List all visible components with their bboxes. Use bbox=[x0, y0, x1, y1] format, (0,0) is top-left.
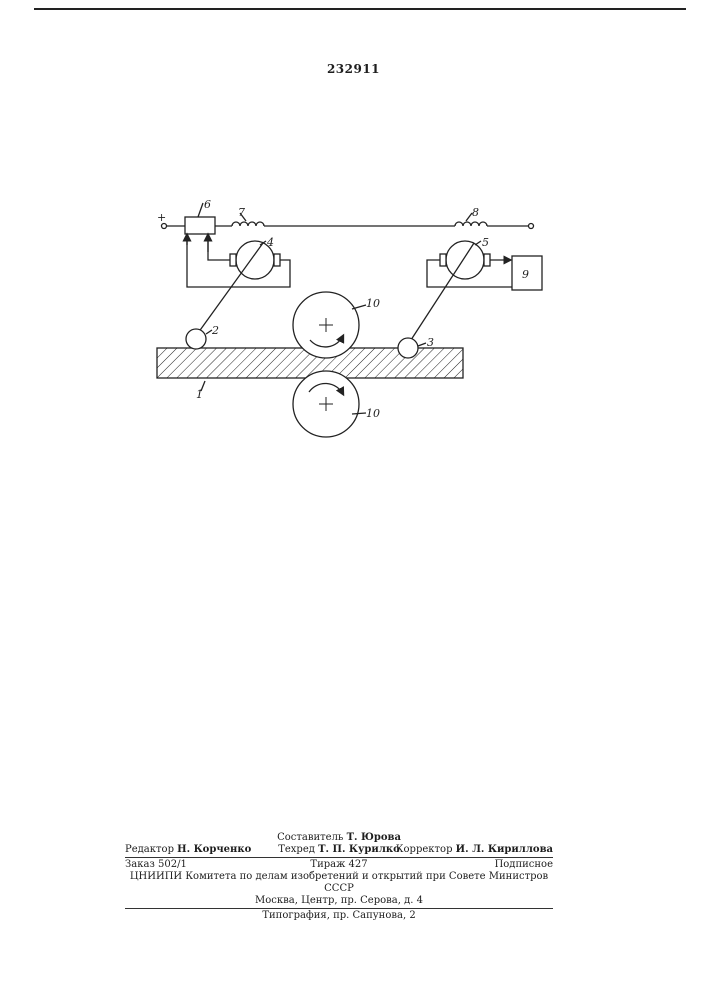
corrector-label: Корректор bbox=[396, 844, 453, 855]
label-8: 8 bbox=[472, 206, 479, 219]
label-6: 6 bbox=[204, 198, 211, 211]
techred-label: Техред bbox=[278, 844, 315, 855]
techred-name: Т. П. Курилко bbox=[318, 844, 400, 855]
inductor-7 bbox=[232, 222, 264, 226]
subscription: Подписное bbox=[495, 859, 553, 871]
label-2: 2 bbox=[211, 324, 219, 337]
label-1: 1 bbox=[196, 388, 203, 401]
printer: Типография, пр. Сапунова, 2 bbox=[125, 910, 553, 922]
label-7: 7 bbox=[238, 206, 245, 219]
sensing-roller-2 bbox=[186, 329, 206, 349]
sensing-roller-3 bbox=[398, 338, 418, 358]
compiler-line: Составитель Т. Юрова bbox=[125, 832, 553, 844]
label-plus: + bbox=[157, 211, 166, 224]
compiler-name: Т. Юрова bbox=[347, 832, 401, 843]
label-10-top: 10 bbox=[366, 297, 380, 310]
compiler-label: Составитель bbox=[277, 832, 343, 843]
colophon-rule-2 bbox=[125, 908, 553, 909]
inductor-8 bbox=[455, 222, 487, 226]
label-3: 3 bbox=[427, 336, 434, 349]
colophon: Составитель Т. Юрова Редактор Н. Корченк… bbox=[125, 832, 553, 922]
corrector-name: И. Л. Кириллова bbox=[456, 844, 553, 855]
label-10-bottom: 10 bbox=[366, 407, 380, 420]
motor-5 bbox=[446, 241, 484, 279]
rolling-mill-diagram: + 6 7 8 4 5 9 10 10 2 3 1 bbox=[0, 0, 707, 500]
order-line: Заказ 502/1 Тираж 427 Подписное bbox=[125, 859, 553, 871]
staff-line: Редактор Н. Корченко Техред Т. П. Курилк… bbox=[125, 844, 553, 856]
label-5: 5 bbox=[482, 236, 489, 249]
institute: ЦНИИПИ Комитета по делам изобретений и о… bbox=[125, 871, 553, 895]
address: Москва, Центр, пр. Серова, д. 4 bbox=[125, 895, 553, 907]
terminal-plus bbox=[162, 224, 167, 229]
colophon-rule-1 bbox=[125, 857, 553, 858]
circulation: Тираж 427 bbox=[125, 859, 553, 871]
label-4: 4 bbox=[266, 236, 274, 249]
regulator-box bbox=[185, 217, 215, 234]
label-9: 9 bbox=[522, 268, 529, 281]
terminal-right bbox=[529, 224, 534, 229]
